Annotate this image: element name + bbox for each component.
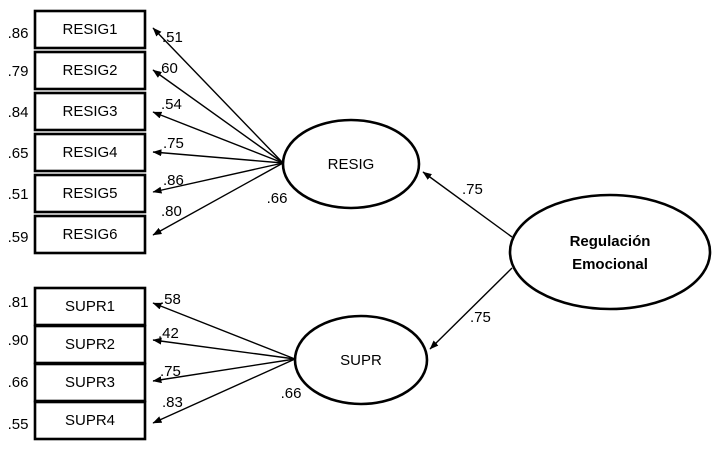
loading-arrow-resig3	[152, 111, 284, 164]
resig-indicator-group: RESIG1 .86 RESIG2 .79 RESIG3 .84 RESIG4 …	[8, 9, 147, 255]
ellipse-supr	[293, 314, 429, 406]
indicator-label-resig2: RESIG2	[62, 62, 117, 79]
loading-arrow-supr1	[152, 302, 296, 360]
structural-path-group: .75 .75	[422, 171, 513, 350]
structural-arrow-regemo-to-supr	[429, 267, 513, 350]
error-variance-resig4: .65	[8, 145, 29, 162]
disturbance-supr: .66	[281, 385, 302, 402]
error-variance-resig2: .79	[8, 63, 29, 80]
latent-label-regemo-line1: Regulación	[570, 233, 651, 250]
error-variance-supr2: .90	[8, 332, 29, 349]
loading-arrow-resig2	[152, 69, 284, 164]
disturbance-resig: .66	[267, 190, 288, 207]
indicator-label-supr4: SUPR4	[65, 412, 115, 429]
indicator-label-resig5: RESIG5	[62, 185, 117, 202]
ellipse-resig	[281, 118, 421, 210]
loading-value-resig6: .80	[161, 203, 182, 220]
loading-value-resig4: .75	[163, 135, 184, 152]
loading-arrow-supr2	[152, 337, 296, 360]
supr-loading-arrows: .58 .42 .75 .83	[152, 291, 296, 424]
indicator-box-supr4	[33, 400, 147, 441]
indicator-box-resig3	[33, 91, 147, 132]
loading-value-resig3: .54	[161, 96, 182, 113]
loading-arrow-resig4	[152, 149, 284, 164]
error-variance-supr3: .66	[8, 374, 29, 391]
error-variance-resig3: .84	[8, 104, 29, 121]
latent-factor-resig: RESIG .66	[267, 118, 421, 210]
indicator-label-supr2: SUPR2	[65, 336, 115, 353]
indicator-box-resig5	[33, 173, 147, 214]
loading-value-supr1: .58	[160, 291, 181, 308]
structural-arrow-regemo-to-resig	[422, 171, 513, 238]
indicator-box-resig2	[33, 50, 147, 91]
loading-arrow-resig1	[152, 27, 284, 164]
indicator-box-supr2	[33, 324, 147, 365]
indicator-label-resig6: RESIG6	[62, 226, 117, 243]
latent-factor-supr: SUPR .66	[281, 314, 429, 406]
loading-value-resig5: .86	[163, 172, 184, 189]
loading-value-resig1: .51	[162, 29, 183, 46]
latent-label-resig: RESIG	[328, 156, 375, 173]
indicator-label-resig4: RESIG4	[62, 144, 117, 161]
loading-value-resig2: .60	[157, 60, 178, 77]
error-variance-resig6: .59	[8, 229, 29, 246]
structural-coefficient-resig: .75	[462, 181, 483, 198]
latent-factor-regulacion-emocional: Regulación Emocional	[508, 193, 712, 311]
indicator-box-resig1	[33, 9, 147, 50]
indicator-label-resig1: RESIG1	[62, 21, 117, 38]
latent-label-supr: SUPR	[340, 352, 382, 369]
loading-arrow-supr4	[152, 358, 296, 424]
supr-indicator-group: SUPR1 .81 SUPR2 .90 SUPR3 .66 SUPR4 .55	[8, 286, 147, 441]
ellipse-regulacion-emocional	[508, 193, 712, 311]
latent-label-regemo-line2: Emocional	[572, 256, 648, 273]
error-variance-supr1: .81	[8, 294, 29, 311]
indicator-label-resig3: RESIG3	[62, 103, 117, 120]
resig-loading-arrows: .51 .60 .54 .75 .86 .80	[152, 27, 284, 236]
indicator-label-supr1: SUPR1	[65, 298, 115, 315]
indicator-box-resig6	[33, 214, 147, 255]
loading-value-supr2: .42	[158, 325, 179, 342]
loading-arrow-resig5	[152, 162, 284, 194]
indicator-label-supr3: SUPR3	[65, 374, 115, 391]
loading-value-supr4: .83	[162, 394, 183, 411]
error-variance-supr4: .55	[8, 416, 29, 433]
structural-coefficient-supr: .75	[470, 309, 491, 326]
error-variance-resig5: .51	[8, 186, 29, 203]
loading-arrow-resig6	[152, 162, 284, 236]
indicator-box-resig4	[33, 132, 147, 173]
loading-arrow-supr3	[152, 358, 296, 384]
error-variance-resig1: .86	[8, 25, 29, 42]
loading-value-supr3: .75	[160, 363, 181, 380]
